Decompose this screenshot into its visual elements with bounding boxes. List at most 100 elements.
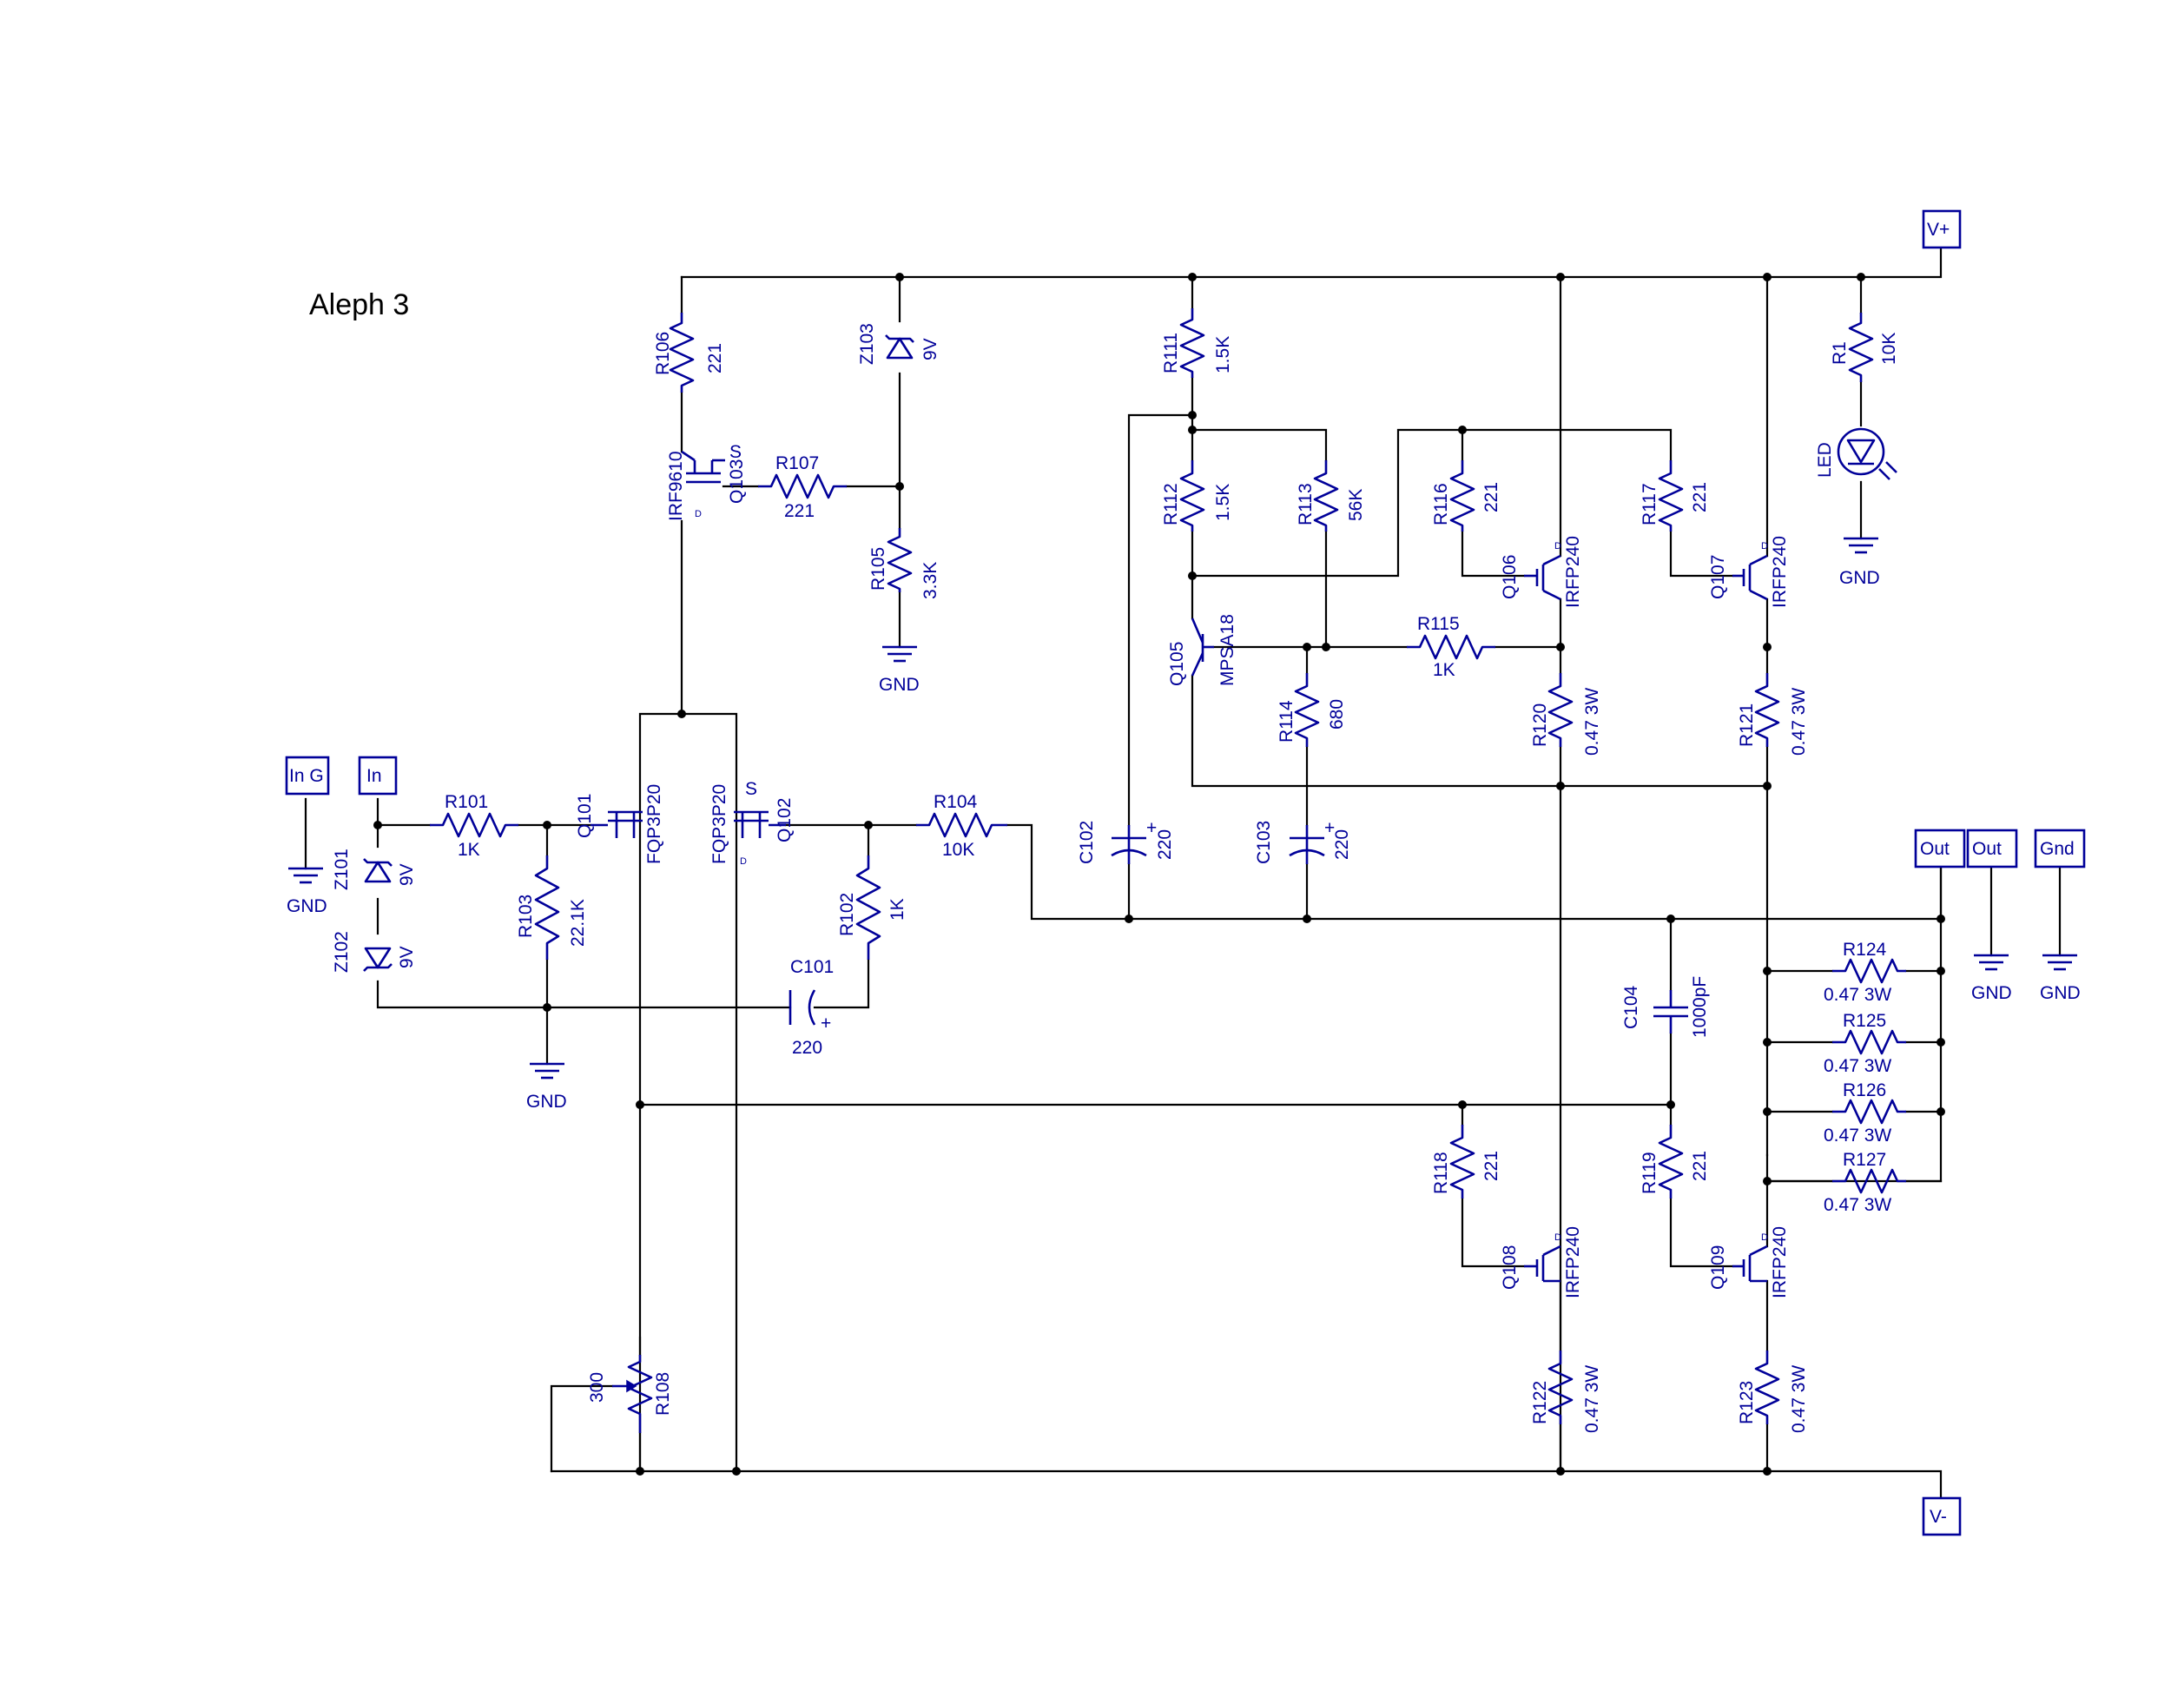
r115-ref: R115: [1417, 614, 1460, 634]
port-out-1-label: Out: [1920, 839, 1950, 859]
r118-value: 221: [1481, 1151, 1501, 1181]
r124-value: 0.47 3W: [1824, 985, 1891, 1005]
port-vplus: V+: [1922, 209, 1962, 249]
r111-ref: R111: [1161, 333, 1181, 373]
r119-value: 221: [1690, 1151, 1710, 1181]
schematic-title: Aleph 3: [309, 288, 409, 321]
q108-part: IRFP240: [1563, 1226, 1583, 1298]
mosfet-q108: D Q108 IRFP240: [1500, 1226, 1583, 1298]
r111-value: 1.5K: [1213, 336, 1233, 373]
c103-value: 220: [1332, 829, 1352, 860]
z102-ref: Z102: [332, 931, 352, 973]
port-out-1: Out: [1914, 829, 1966, 868]
led: LED: [1815, 427, 1897, 480]
q103-ref: Q103: [727, 459, 747, 504]
r122-value: 0.47 3W: [1582, 1365, 1602, 1433]
svg-text:D: D: [740, 856, 747, 867]
mosfet-q102: D S FQP3P20 Q102: [709, 779, 795, 867]
resistor-r1: R1 10K: [1830, 313, 1899, 382]
ground-out-2: GND: [1971, 954, 2012, 1003]
port-in: In: [358, 756, 398, 796]
r113-value: 56K: [1346, 489, 1366, 521]
r101-value: 1K: [458, 840, 480, 860]
resistor-r120: R120 0.47 3W: [1530, 673, 1602, 756]
r116-ref: R116: [1431, 483, 1451, 525]
resistor-r115: R115 1K: [1407, 614, 1495, 680]
r116-value: 221: [1481, 482, 1501, 512]
r106-value: 221: [705, 343, 725, 373]
mosfet-q103: D S IRF9610 Q103: [666, 442, 747, 521]
c101-ref: C101: [790, 957, 834, 977]
resistor-r106: R106 221: [653, 313, 725, 393]
capacitor-c104: C104 1000pF: [1621, 976, 1710, 1038]
r122-ref: R122: [1530, 1381, 1550, 1424]
ground-led: GND: [1839, 537, 1880, 588]
z101-value: 9V: [397, 863, 417, 886]
r125-ref: R125: [1843, 1011, 1886, 1031]
resistor-r104: R104 10K: [916, 792, 1007, 860]
wires: [304, 246, 2062, 1500]
mosfet-q107: D Q107 IRFP240: [1708, 536, 1790, 608]
resistor-r114: R114 680: [1277, 673, 1347, 747]
svg-text:S: S: [745, 779, 757, 799]
q106-part: IRFP240: [1563, 536, 1583, 608]
r124-ref: R124: [1843, 940, 1887, 960]
r121-ref: R121: [1737, 703, 1757, 747]
r107-value: 221: [784, 501, 815, 521]
r126-ref: R126: [1843, 1080, 1886, 1100]
c102-value: 220: [1155, 829, 1175, 860]
q105-ref: Q105: [1167, 642, 1187, 686]
resistor-r117: R117 221: [1640, 460, 1710, 532]
port-gnd: Gnd: [2034, 829, 2086, 868]
junction-dots: [373, 273, 1945, 1476]
svg-text:D: D: [695, 509, 702, 519]
r120-value: 0.47 3W: [1582, 688, 1602, 756]
r103-value: 22.1K: [568, 899, 588, 947]
r125-value: 0.47 3W: [1824, 1056, 1891, 1076]
ground-in-g: GND: [287, 867, 327, 916]
q101-part: FQP3P20: [644, 784, 664, 864]
capacitor-c103: + C103 220: [1254, 818, 1352, 864]
mosfet-q106: D Q106 IRFP240: [1500, 536, 1583, 608]
port-gnd-label: Gnd: [2040, 839, 2075, 859]
resistor-r112: R112 1.5K: [1161, 460, 1233, 532]
port-out-2: Out: [1966, 829, 2018, 868]
resistor-r116: R116 221: [1431, 460, 1501, 532]
r105-ref: R105: [868, 547, 888, 591]
resistor-r126: R126 0.47 3W: [1824, 1080, 1906, 1146]
r106-ref: R106: [653, 332, 673, 375]
c101-value: 220: [792, 1038, 822, 1058]
r126-value: 0.47 3W: [1824, 1126, 1891, 1146]
capacitor-c102: + C102 220: [1077, 818, 1175, 864]
z101-ref: Z101: [332, 849, 352, 890]
resistor-r103: R103 22.1K: [516, 855, 588, 960]
q101-ref: Q101: [575, 794, 595, 838]
r113-ref: R113: [1296, 483, 1316, 525]
r108-value: 300: [587, 1372, 607, 1403]
r119-ref: R119: [1640, 1152, 1659, 1194]
r107-ref: R107: [775, 453, 819, 473]
r117-ref: R117: [1640, 483, 1659, 525]
r123-ref: R123: [1737, 1381, 1757, 1424]
r127-value: 0.47 3W: [1824, 1195, 1891, 1215]
r104-ref: R104: [934, 792, 978, 812]
mosfet-q101: Q101 FQP3P20: [575, 784, 664, 864]
resistor-r122: R122 0.47 3W: [1530, 1351, 1602, 1433]
r112-value: 1.5K: [1213, 484, 1233, 521]
c102-plus: +: [1146, 818, 1157, 838]
r118-ref: R118: [1431, 1152, 1451, 1194]
port-vminus: V-: [1922, 1496, 1962, 1536]
r114-ref: R114: [1277, 700, 1297, 743]
r114-value: 680: [1327, 699, 1347, 730]
ground-label: GND: [879, 675, 920, 695]
zener-z102: Z102 9V: [332, 931, 417, 973]
r112-ref: R112: [1161, 483, 1181, 525]
port-out-2-label: Out: [1972, 839, 2002, 859]
r101-ref: R101: [445, 792, 488, 812]
resistor-r101: R101 1K: [430, 792, 518, 860]
ground-label: GND: [1839, 568, 1880, 588]
q105-part: MPSA18: [1217, 614, 1237, 686]
r103-ref: R103: [516, 895, 536, 938]
c104-value: 1000pF: [1690, 976, 1710, 1038]
